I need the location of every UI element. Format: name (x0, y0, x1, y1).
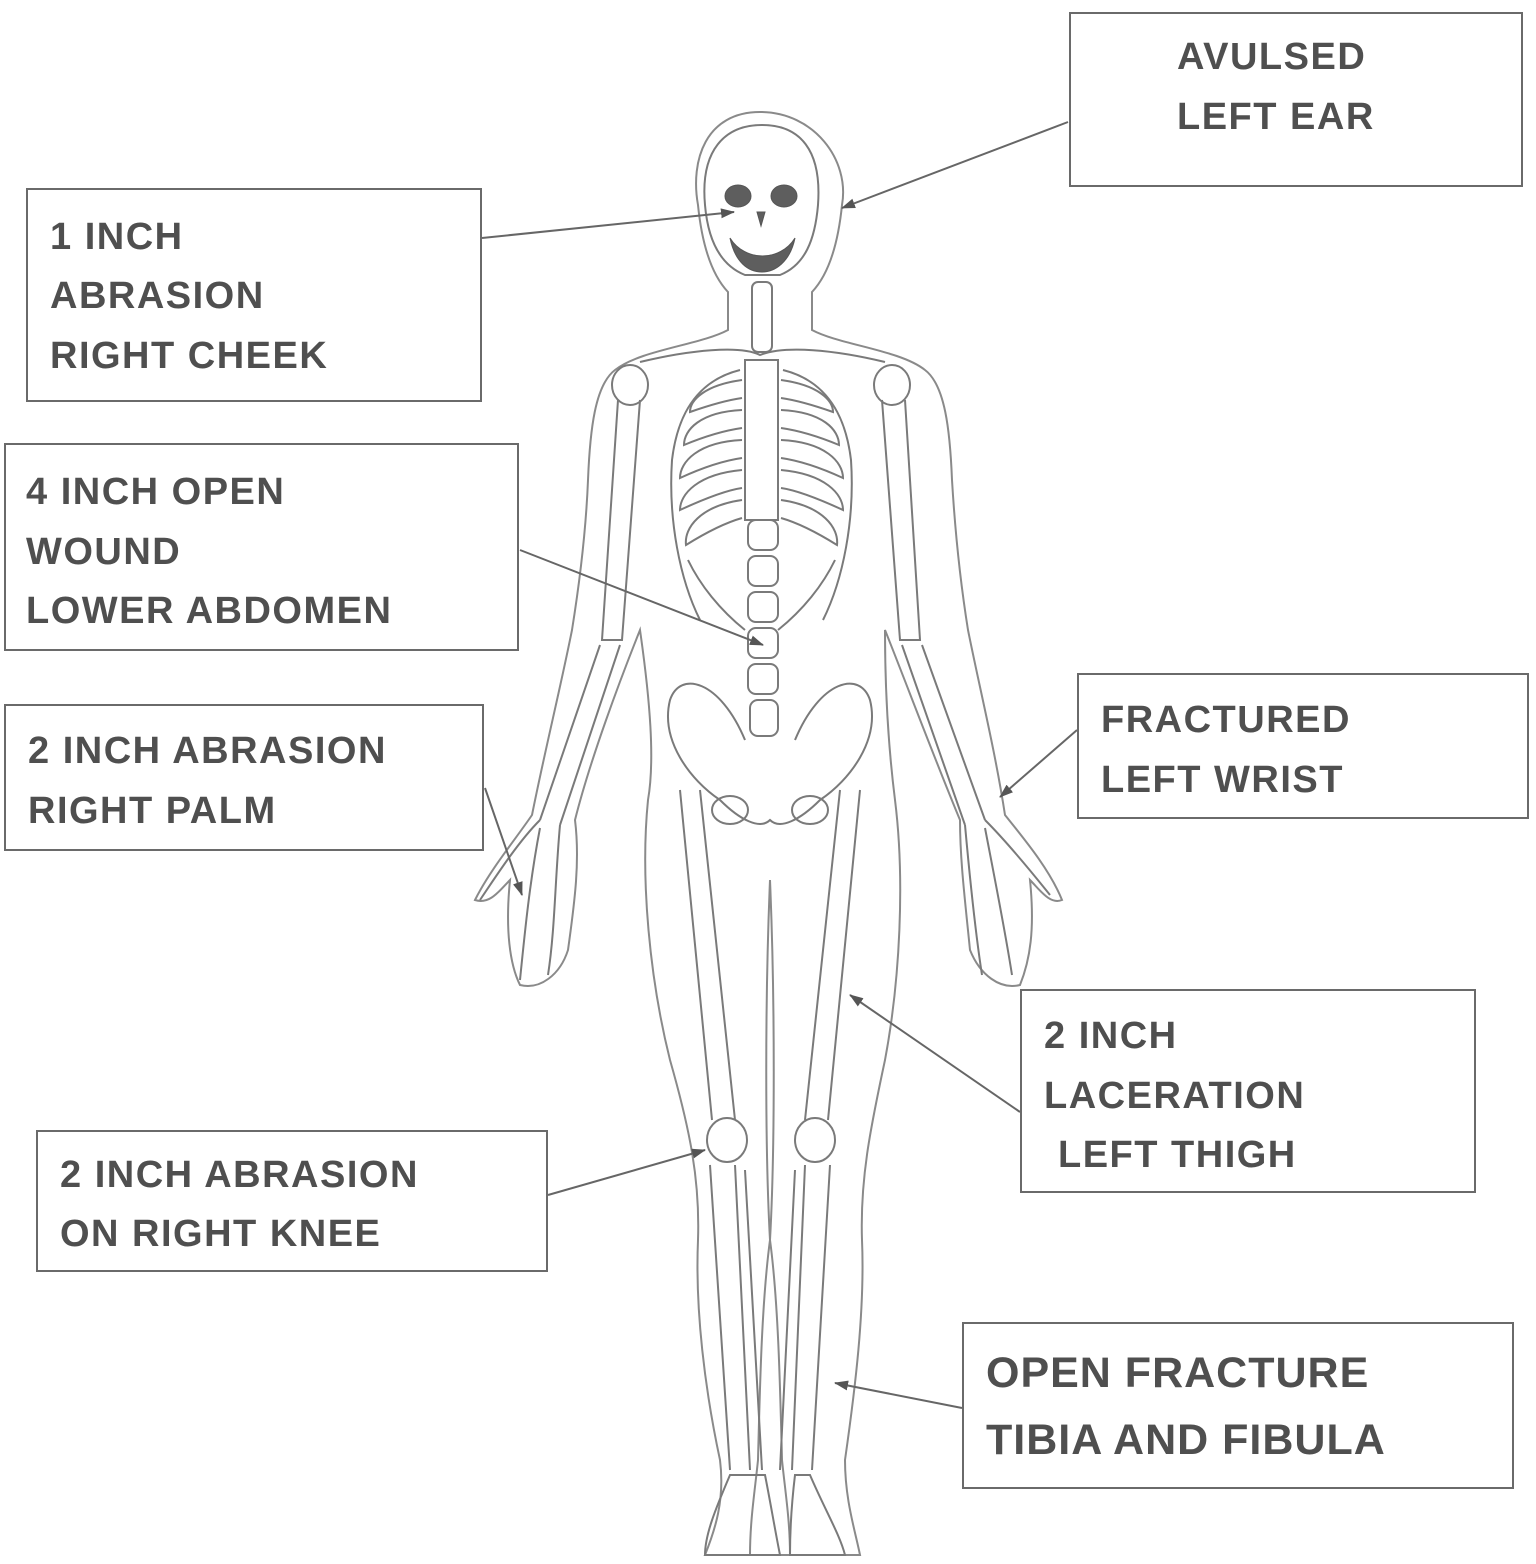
annotation-abdomen-line-3: LOWER ABDOMEN (26, 592, 392, 630)
annotation-wrist-line-1: FRACTURED (1101, 701, 1351, 739)
annotation-knee-line-1: 2 INCH ABRASION (60, 1156, 419, 1194)
arrow-cheek (482, 212, 734, 238)
annotation-cheek-line-2: ABRASION (50, 277, 265, 315)
annotation-ear-line-2: LEFT EAR (1177, 98, 1375, 136)
annotation-thigh-line-1: 2 INCH (1044, 1017, 1178, 1055)
annotation-knee: 2 INCH ABRASION ON RIGHT KNEE (36, 1130, 548, 1272)
annotation-palm-line-1: 2 INCH ABRASION (28, 732, 387, 770)
annotation-wrist: FRACTURED LEFT WRIST (1077, 673, 1529, 819)
annotation-cheek-line-3: RIGHT CHEEK (50, 337, 328, 375)
annotation-tibia-line-1: OPEN FRACTURE (986, 1352, 1369, 1395)
annotation-cheek-line-1: 1 INCH (50, 218, 184, 256)
arrow-thigh (850, 995, 1020, 1112)
annotation-ear-line-1: AVULSED (1177, 38, 1366, 76)
annotation-thigh: 2 INCH LACERATION LEFT THIGH (1020, 989, 1476, 1193)
annotation-cheek: 1 INCH ABRASION RIGHT CHEEK (26, 188, 482, 402)
arrow-abdomen (520, 550, 763, 645)
annotation-tibia: OPEN FRACTURE TIBIA AND FIBULA (962, 1322, 1514, 1489)
spine (748, 282, 778, 736)
arrow-knee (548, 1150, 705, 1195)
annotation-abdomen-line-1: 4 INCH OPEN (26, 473, 285, 511)
skull (704, 125, 818, 275)
annotation-palm-line-2: RIGHT PALM (28, 792, 277, 830)
annotation-ear: AVULSED LEFT EAR (1069, 12, 1523, 187)
annotation-thigh-line-3: LEFT THIGH (1058, 1136, 1297, 1174)
annotation-abdomen-line-2: WOUND (26, 533, 181, 571)
annotation-knee-line-2: ON RIGHT KNEE (60, 1215, 381, 1253)
annotation-wrist-line-2: LEFT WRIST (1101, 761, 1344, 799)
arrow-wrist (1000, 730, 1077, 797)
annotation-abdomen: 4 INCH OPEN WOUND LOWER ABDOMEN (4, 443, 519, 651)
annotation-thigh-line-2: LACERATION (1044, 1077, 1305, 1115)
annotation-tibia-line-2: TIBIA AND FIBULA (986, 1419, 1386, 1462)
annotation-palm: 2 INCH ABRASION RIGHT PALM (4, 704, 484, 851)
annotation-arrows (482, 122, 1077, 1408)
arrow-ear (842, 122, 1068, 208)
rib-cage (671, 360, 852, 630)
arrow-palm (485, 788, 522, 895)
pelvis (668, 684, 872, 824)
